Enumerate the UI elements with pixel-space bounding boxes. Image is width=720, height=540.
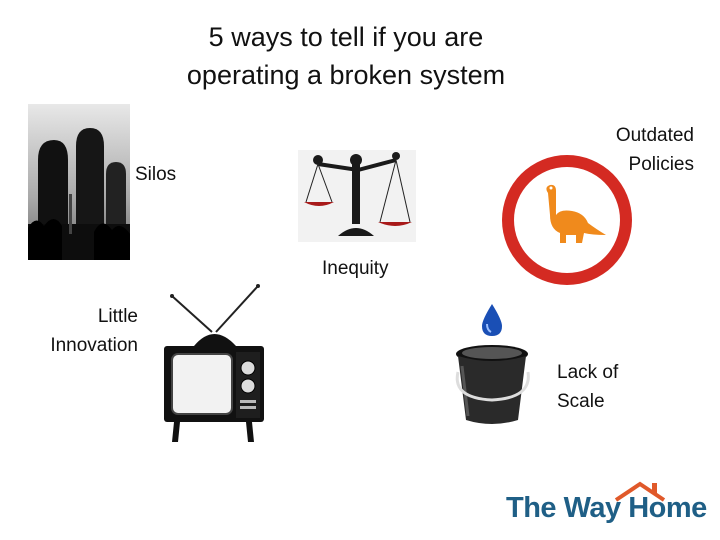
title-line-2: operating a broken system [186, 60, 506, 90]
label-inequity: Inequity [322, 258, 389, 279]
slide-title: 5 ways to tell if you are operating a br… [100, 18, 592, 94]
the-way-home-logo: The Way Home [506, 480, 707, 530]
logo-text-the-way: The Way [506, 492, 621, 524]
silos-photo-icon [28, 104, 130, 260]
house-roof-icon [614, 481, 666, 502]
no-dinosaur-sign-icon [502, 155, 632, 285]
bucket-icon [455, 345, 530, 424]
balance-scale-icon [298, 150, 416, 242]
water-drop-icon [482, 304, 502, 336]
label-outdated-policies: Outdated Policies [615, 125, 694, 175]
logo-text-home: Home [628, 492, 707, 524]
logo-text: The Way Home [506, 492, 707, 525]
old-television-icon [164, 284, 264, 442]
title-line-1: 5 ways to tell if you are [208, 22, 484, 52]
label-lack-of-scale: Lack of Scale [557, 362, 619, 412]
label-silos: Silos [135, 164, 177, 185]
label-little-innovation: Little Innovation [50, 306, 138, 356]
